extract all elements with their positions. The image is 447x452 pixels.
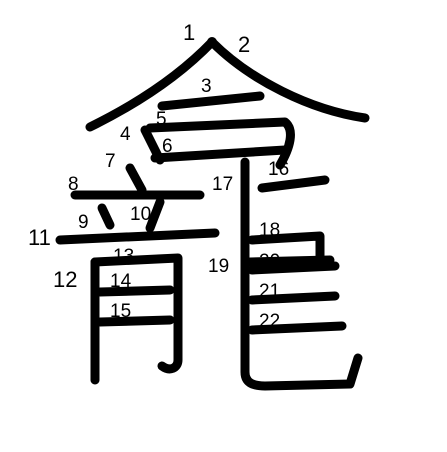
stroke-number-14: 14: [110, 271, 132, 292]
stroke-number-7: 7: [105, 151, 116, 172]
stroke-20: [247, 261, 340, 275]
stroke-number-12: 12: [53, 267, 77, 292]
stroke-number-16: 16: [268, 159, 289, 180]
stroke-6: [150, 145, 290, 163]
stroke-number-21: 21: [259, 281, 280, 302]
stroke-15: [95, 315, 175, 327]
stroke-10: [145, 197, 165, 233]
stroke-7: [125, 163, 147, 195]
stroke-number-18: 18: [259, 220, 280, 241]
stroke-number-3: 3: [201, 76, 212, 97]
stroke-21: [247, 291, 340, 305]
stroke-2: [207, 37, 370, 123]
stroke-number-19: 19: [208, 256, 229, 277]
stroke-13: [90, 253, 183, 374]
stroke-number-4: 4: [120, 124, 131, 145]
stroke-number-11: 11: [28, 225, 51, 250]
stroke-number-6: 6: [162, 136, 173, 157]
stroke-19: [245, 255, 335, 267]
stroke-number-13: 13: [113, 246, 134, 267]
stroke-number-1: 1: [183, 20, 195, 45]
stroke-number-17: 17: [212, 174, 233, 195]
stroke-number-9: 9: [78, 212, 89, 233]
stroke-16: [257, 175, 330, 193]
stroke-number-8: 8: [68, 174, 79, 195]
stroke-14: [95, 285, 175, 297]
stroke-22: [247, 321, 347, 335]
stroke-18: [247, 231, 325, 267]
stroke-3: [157, 91, 265, 111]
stroke-9: [97, 203, 115, 230]
stroke-number-22: 22: [259, 311, 280, 332]
stroke-number-10: 10: [130, 204, 151, 225]
stroke-17: [240, 157, 363, 391]
stroke-start-dot: [207, 37, 217, 47]
stroke-number-15: 15: [110, 301, 131, 322]
stroke-number-2: 2: [238, 32, 250, 57]
stroke-1: [85, 37, 217, 132]
stroke-number-20: 20: [259, 251, 280, 272]
stroke-number-5: 5: [156, 109, 167, 130]
stroke-5: [145, 117, 295, 170]
stroke-11: [55, 228, 220, 245]
